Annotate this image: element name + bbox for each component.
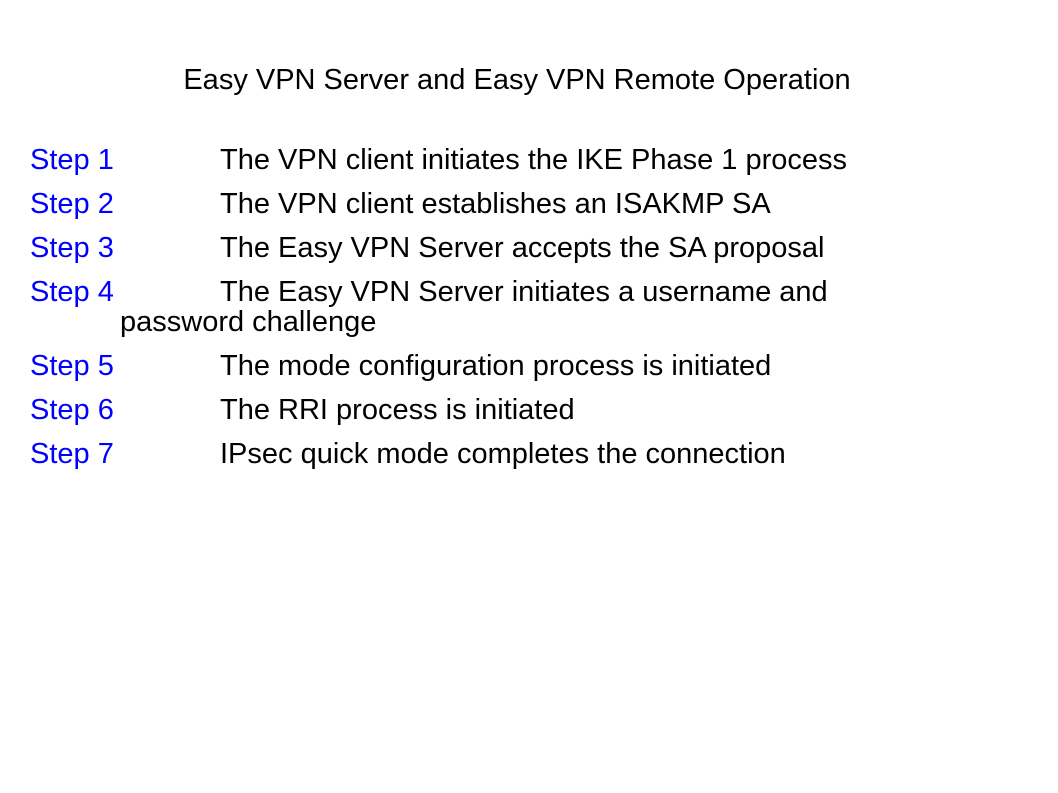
step-label: Step 5 <box>30 350 114 382</box>
step-item-6: Step 6 The RRI process is initiated <box>30 395 1040 425</box>
step-label: Step 7 <box>30 438 114 470</box>
step-item-2: Step 2 The VPN client establishes an ISA… <box>30 189 1040 219</box>
step-label: Step 6 <box>30 394 114 426</box>
slide-title: Easy VPN Server and Easy VPN Remote Oper… <box>183 64 851 96</box>
step-item-5: Step 5 The mode configuration process is… <box>30 351 1040 381</box>
step-label: Step 3 <box>30 232 114 264</box>
step-text-continuation: password challenge <box>120 306 377 338</box>
step-text-wrapper: The Easy VPN Server initiates a username… <box>120 276 1040 337</box>
step-item-4: Step 4 The Easy VPN Server initiates a u… <box>30 277 1040 337</box>
step-text: The RRI process is initiated <box>220 394 575 426</box>
step-item-1: Step 1 The VPN client initiates the IKE … <box>30 145 1040 175</box>
step-label: Step 4 <box>30 276 114 308</box>
step-label: Step 1 <box>30 144 114 176</box>
step-item-3: Step 3 The Easy VPN Server accepts the S… <box>30 233 1040 263</box>
step-text: The mode configuration process is initia… <box>220 350 772 382</box>
step-text: The VPN client initiates the IKE Phase 1… <box>220 144 848 176</box>
step-text: The Easy VPN Server accepts the SA propo… <box>220 232 825 264</box>
step-item-7: Step 7 IPsec quick mode completes the co… <box>30 439 1040 469</box>
step-text: The Easy VPN Server initiates a username… <box>220 276 828 308</box>
step-text: The VPN client establishes an ISAKMP SA <box>220 188 771 220</box>
step-label: Step 2 <box>30 188 114 220</box>
steps-list: Step 1 The VPN client initiates the IKE … <box>30 145 1040 483</box>
step-text: IPsec quick mode completes the connectio… <box>220 438 786 470</box>
